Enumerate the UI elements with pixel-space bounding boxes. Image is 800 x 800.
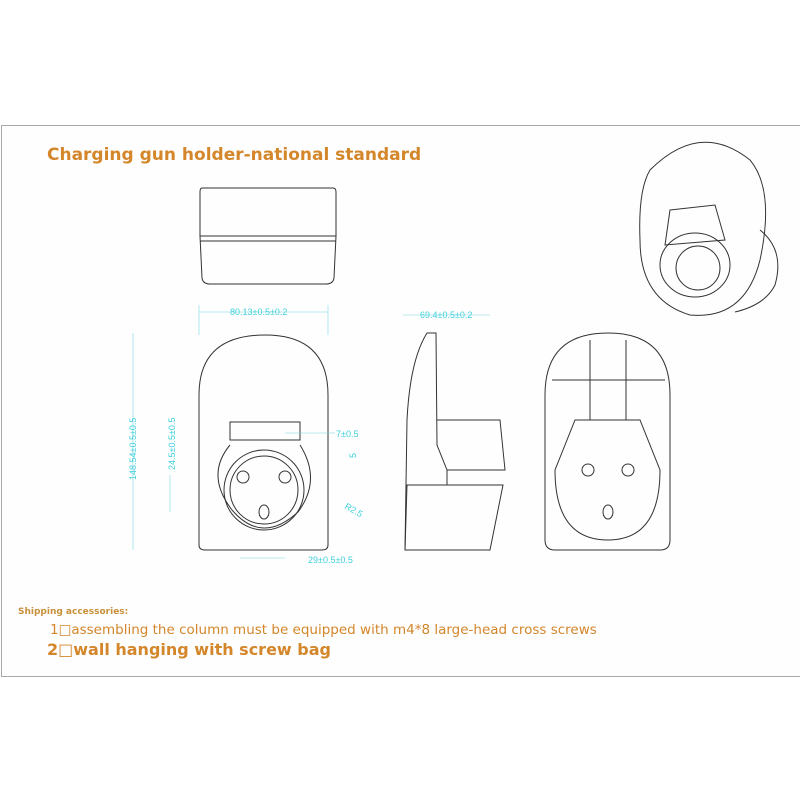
dimension-lines (132, 305, 490, 559)
shipping-heading: Shipping accessories: (18, 607, 129, 617)
back-view (544, 332, 671, 551)
shipping-item-1: 1□assembling the column must be equipped… (50, 622, 597, 638)
dim-width-front: 80.13±0.5±0.2 (230, 307, 287, 317)
dim-pin-spacing: 29±0.5±0.5 (308, 555, 353, 565)
dim-depth-side: 69.4±0.5±0.2 (420, 310, 472, 320)
dim-socket-height: 24.5±0.5±0.5 (167, 418, 177, 470)
isometric-view (639, 141, 779, 316)
front-view (198, 334, 329, 551)
dim-radius: R2.5 (343, 501, 364, 519)
dim-gap: 5 (348, 453, 358, 458)
dim-offset: 7±0.5 (336, 429, 358, 439)
shipping-item-2: 2□wall hanging with screw bag (47, 640, 331, 659)
dim-height-total: 148.54±0.5±0.5 (128, 418, 138, 480)
top-view (199, 187, 337, 285)
drawing-frame (1, 125, 800, 677)
page-title: Charging gun holder-national standard (47, 145, 422, 165)
side-view (404, 332, 506, 551)
